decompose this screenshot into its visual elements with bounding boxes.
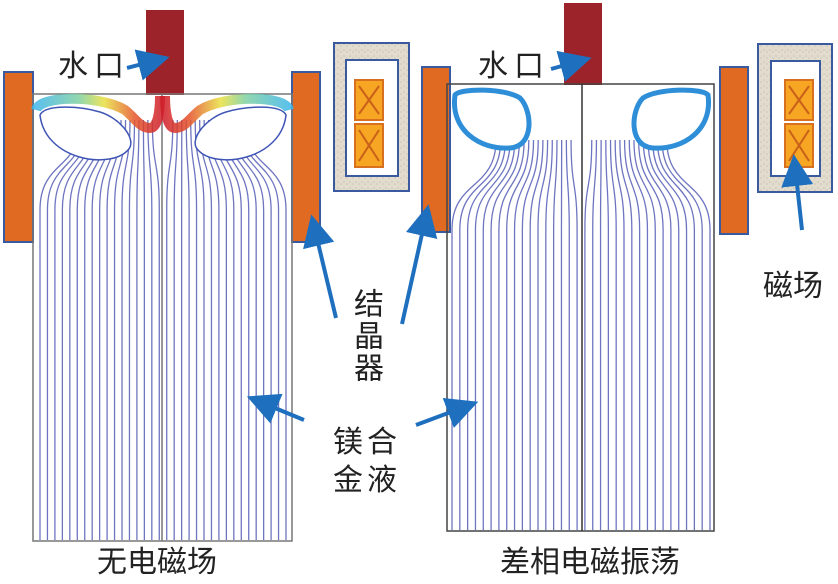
arrow-melt-left <box>246 393 305 424</box>
arrow-mold-right <box>400 204 438 325</box>
streamline <box>128 119 136 540</box>
right-streamlines <box>451 139 711 530</box>
streamline <box>490 139 521 530</box>
panel-differential-phase <box>421 3 833 532</box>
streamline <box>652 139 688 530</box>
arrow-field <box>781 154 814 231</box>
streamline <box>628 139 649 530</box>
streamline <box>552 139 558 530</box>
streamline <box>498 139 525 530</box>
streamline <box>84 119 109 540</box>
streamline <box>584 139 593 530</box>
right-nozzle <box>564 3 602 85</box>
left-eddy-left <box>39 106 132 161</box>
streamline <box>565 139 570 530</box>
left-vortex-right <box>160 93 294 134</box>
streamline <box>451 139 497 530</box>
streamline <box>537 139 549 530</box>
streamline <box>61 119 95 540</box>
streamline <box>513 139 535 530</box>
streamline <box>194 119 205 540</box>
left-eddy-right <box>194 106 287 161</box>
left-nozzle <box>146 10 184 95</box>
streamline <box>614 139 625 530</box>
right-mold-wall-left <box>421 66 451 233</box>
arrow-melt-right <box>415 397 479 428</box>
streamline <box>142 119 146 540</box>
streamline <box>121 119 131 540</box>
streamline <box>136 119 140 540</box>
streamline <box>190 119 198 540</box>
streamline <box>482 139 516 530</box>
streamline <box>459 139 502 530</box>
streamline <box>656 139 696 530</box>
streamline <box>642 139 672 530</box>
label-magnetic-field: 磁场 <box>763 269 823 304</box>
right-eddy-left <box>451 87 532 151</box>
streamline <box>623 139 641 530</box>
panel-no-field <box>3 10 410 542</box>
streamline <box>529 139 544 530</box>
streamline <box>173 119 178 540</box>
arrow-nozzle-left <box>126 49 170 81</box>
streamline <box>592 139 598 530</box>
right-eddy-right <box>631 87 712 151</box>
label-nozzle-right: 水口 <box>478 49 550 84</box>
streamline <box>216 119 242 540</box>
label-nozzle-left: 水口 <box>58 49 130 84</box>
streamline <box>151 119 160 540</box>
streamline <box>199 119 213 540</box>
label-melt-line1: 镁合 <box>333 425 401 460</box>
streamline <box>599 139 602 530</box>
annotation-arrows <box>126 49 814 428</box>
streamline <box>230 119 265 540</box>
streamline <box>647 139 680 530</box>
streamline <box>638 139 664 530</box>
streamline <box>243 119 287 540</box>
label-mold: 结晶器 <box>348 288 383 384</box>
streamline <box>521 139 539 530</box>
streamline <box>633 139 656 530</box>
left-coil-assembly <box>333 42 410 192</box>
streamline <box>619 139 633 530</box>
streamline <box>474 139 511 530</box>
streamline <box>570 139 578 530</box>
left-streamlines <box>39 119 287 540</box>
streamline <box>166 119 174 540</box>
streamline <box>185 119 190 540</box>
label-melt-line2: 金液 <box>333 463 401 498</box>
right-mold-wall-right <box>719 66 749 235</box>
streamline <box>466 139 507 530</box>
caption-differential-phase: 差相电磁振荡 <box>500 545 680 580</box>
left-mold-wall-left <box>3 71 34 243</box>
streamline <box>147 119 153 540</box>
left-vortex-left <box>31 93 165 134</box>
arrow-mold-left <box>303 214 338 319</box>
right-melt-pool <box>446 83 715 532</box>
streamline <box>545 139 553 530</box>
left-mold-wall-right <box>291 71 321 243</box>
streamline <box>605 139 610 530</box>
streamline <box>609 139 617 530</box>
streamline <box>661 139 703 530</box>
arrow-nozzle-right <box>550 50 592 82</box>
caption-no-field: 无电磁场 <box>97 545 217 580</box>
streamline <box>506 139 530 530</box>
streamline <box>666 139 711 530</box>
